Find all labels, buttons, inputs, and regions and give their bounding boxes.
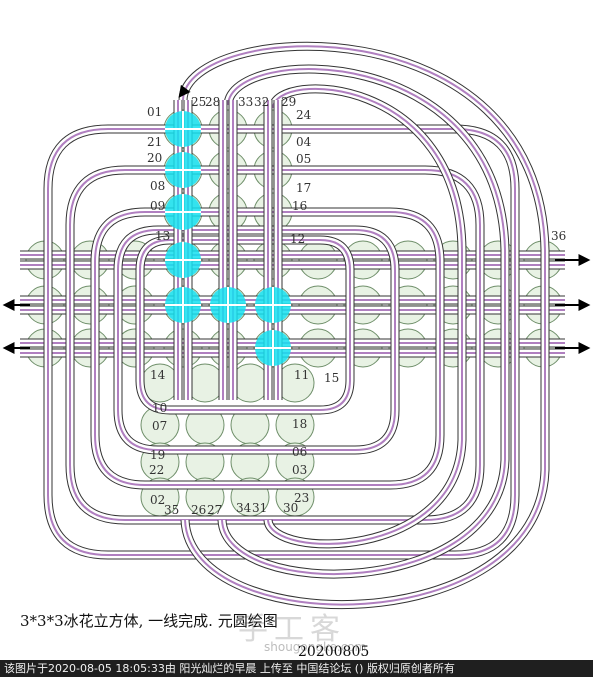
label-bottom-34: 34 xyxy=(236,501,252,515)
label-top-33: 33 xyxy=(238,95,253,109)
label-top-28: 28 xyxy=(205,95,220,109)
label-right-04: 04 xyxy=(296,135,312,149)
label-left-08: 08 xyxy=(150,179,165,193)
label-right-18: 18 xyxy=(292,417,307,431)
label-left-20: 20 xyxy=(147,151,162,165)
cord-paths xyxy=(20,41,565,610)
label-right-12: 12 xyxy=(290,232,305,246)
label-left-22: 22 xyxy=(149,463,164,477)
label-bottom-31: 31 xyxy=(252,501,267,515)
label-right-05: 05 xyxy=(296,152,311,166)
ring xyxy=(208,240,248,280)
ring xyxy=(70,240,110,280)
label-left-10: 10 xyxy=(152,401,167,415)
upload-footer: 该图片于2020-08-05 18:05:33由 阳光灿烂的早晨 上传至 中国结… xyxy=(0,660,593,677)
ring xyxy=(298,285,338,325)
label-left-09: 09 xyxy=(150,199,165,213)
highlight-crossings xyxy=(165,111,291,366)
start-arrow xyxy=(178,84,191,98)
label-right-16: 16 xyxy=(292,199,307,213)
label-bottom-35: 35 xyxy=(164,503,179,517)
label-left-02: 02 xyxy=(150,493,165,507)
label-right-23: 23 xyxy=(294,491,309,505)
ring xyxy=(70,328,110,368)
label-top-25: 25 xyxy=(191,95,206,109)
ring xyxy=(298,240,338,280)
diagram-date: 20200805 xyxy=(298,644,370,660)
label-right-06: 06 xyxy=(292,445,307,459)
label-top-29: 29 xyxy=(281,95,296,109)
diagram-caption: 3*3*3冰花立方体, 一线完成. 元圆绘图 xyxy=(20,612,278,630)
label-right-24: 24 xyxy=(296,108,312,122)
label-left-01: 01 xyxy=(147,105,162,119)
ring xyxy=(253,240,293,280)
ring xyxy=(163,328,203,368)
watermark-url: shougongke.com xyxy=(264,640,367,654)
label-left-13: 13 xyxy=(155,229,170,243)
ring xyxy=(298,328,338,368)
label-left-21: 21 xyxy=(147,135,162,149)
label-right-03: 03 xyxy=(292,463,307,477)
ring xyxy=(208,328,248,368)
label-left-19: 19 xyxy=(150,448,165,462)
label-right-15: 15 xyxy=(324,371,339,385)
label-top-32: 32 xyxy=(254,95,269,109)
label-left-14: 14 xyxy=(150,368,166,382)
ring xyxy=(70,285,110,325)
label-right-36: 36 xyxy=(551,229,566,243)
label-left-07: 07 xyxy=(152,419,167,433)
direction-arrows xyxy=(2,84,591,354)
label-bottom-30: 30 xyxy=(283,501,298,515)
label-right-17: 17 xyxy=(296,181,311,195)
label-bottom-26: 26 xyxy=(191,503,206,517)
label-bottom-27: 27 xyxy=(207,503,222,517)
label-right-11: 11 xyxy=(294,368,309,382)
watermark-logo: 手工客 xyxy=(238,612,346,647)
